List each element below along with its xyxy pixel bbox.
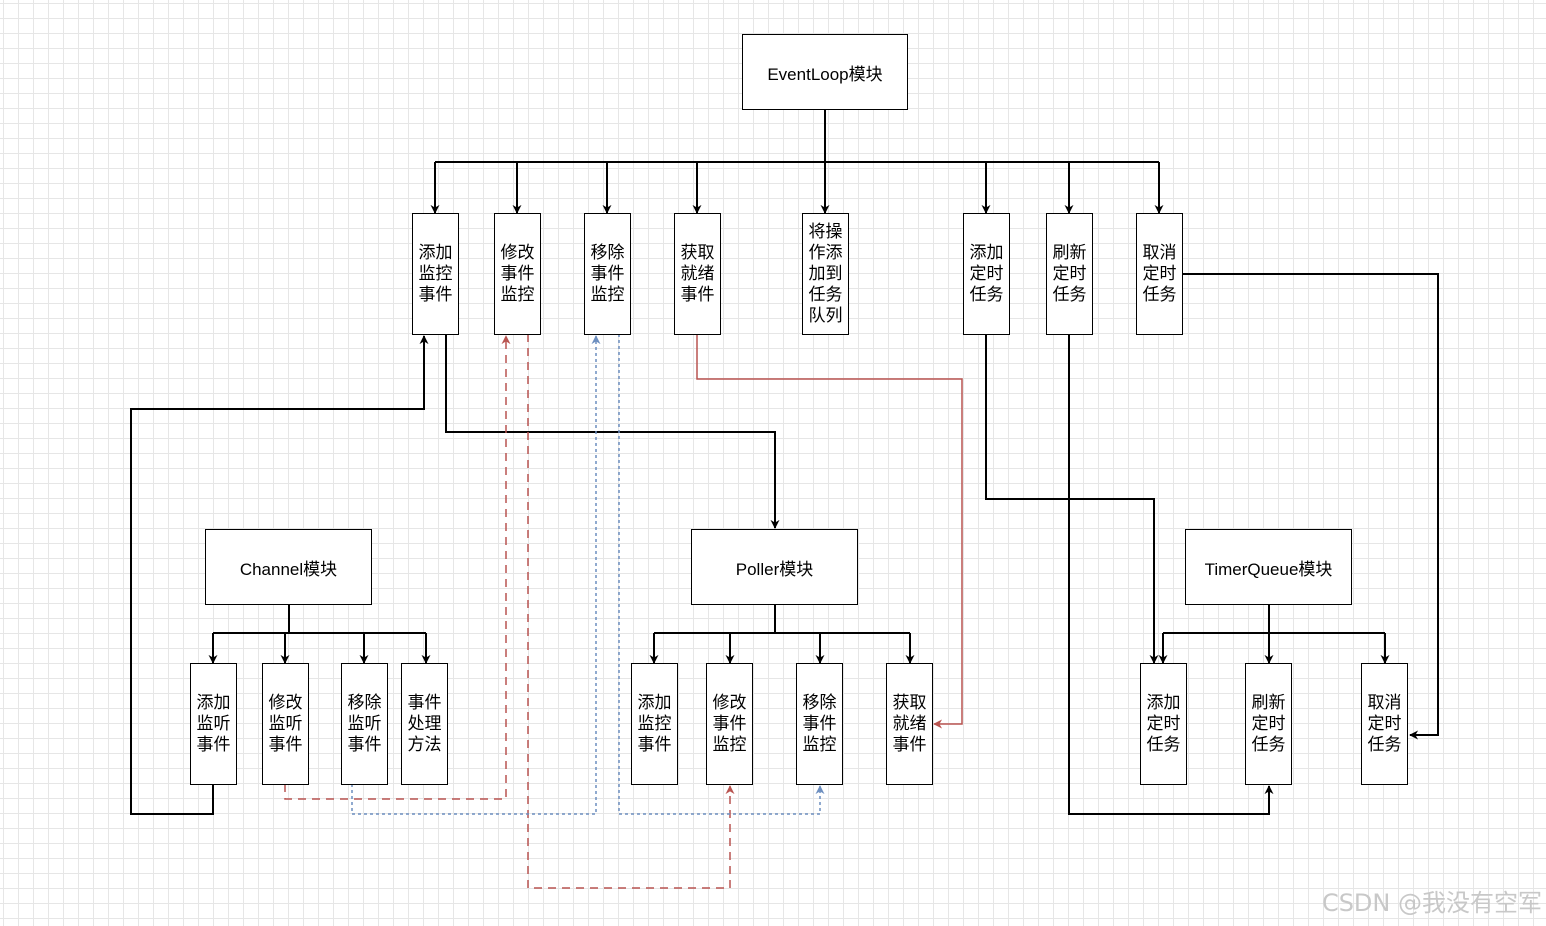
link-ch-del-to-el-del (351, 335, 601, 815)
ch-event-handler: 事件处理方法 (401, 663, 448, 785)
watermark: CSDN @我没有空军 (1321, 889, 1542, 917)
tq-cancel-timer-task: 取消定时任务 (1361, 663, 1408, 785)
link-el-add-to-poller (445, 334, 780, 529)
po-remove-watch-event: 移除事件监控 (796, 663, 843, 785)
el-queue-task: 将操作添加到任务队列 (802, 213, 849, 335)
link-ch-mod-to-el-mod (284, 335, 511, 800)
link-el-mod-to-po-mod (527, 334, 735, 889)
el-cancel-timer-task: 取消定时任务 (1136, 213, 1183, 335)
ch-add-listen-event: 添加监听事件 (190, 663, 237, 785)
el-add-timer-task: 添加定时任务 (963, 213, 1010, 335)
timerqueue-module: TimerQueue模块 (1185, 529, 1352, 605)
el-remove-watch-event: 移除事件监控 (584, 213, 631, 335)
el-modify-watch-event: 修改事件监控 (494, 213, 541, 335)
ch-remove-listen-event: 移除监听事件 (341, 663, 388, 785)
poller-module: Poller模块 (691, 529, 858, 605)
po-modify-watch-event: 修改事件监控 (706, 663, 753, 785)
link-el-cancel-timer-to-tq (1182, 273, 1439, 740)
el-refresh-timer-task: 刷新定时任务 (1046, 213, 1093, 335)
link-el-del-to-po-del (618, 334, 825, 815)
link-channel-add-to-el-add (130, 335, 429, 815)
link-el-get-ready-to-poller (696, 334, 963, 729)
ch-modify-listen-event: 修改监听事件 (262, 663, 309, 785)
link-el-refresh-timer-to-tq (1068, 334, 1274, 815)
el-get-ready-event: 获取就绪事件 (674, 213, 721, 335)
po-add-watch-event: 添加监控事件 (631, 663, 678, 785)
tq-add-timer-task: 添加定时任务 (1140, 663, 1187, 785)
channel-module: Channel模块 (205, 529, 372, 605)
el-add-watch-event: 添加监控事件 (412, 213, 459, 335)
po-get-ready-event: 获取就绪事件 (886, 663, 933, 785)
eventloop-module: EventLoop模块 (742, 34, 908, 110)
tq-refresh-timer-task: 刷新定时任务 (1245, 663, 1292, 785)
